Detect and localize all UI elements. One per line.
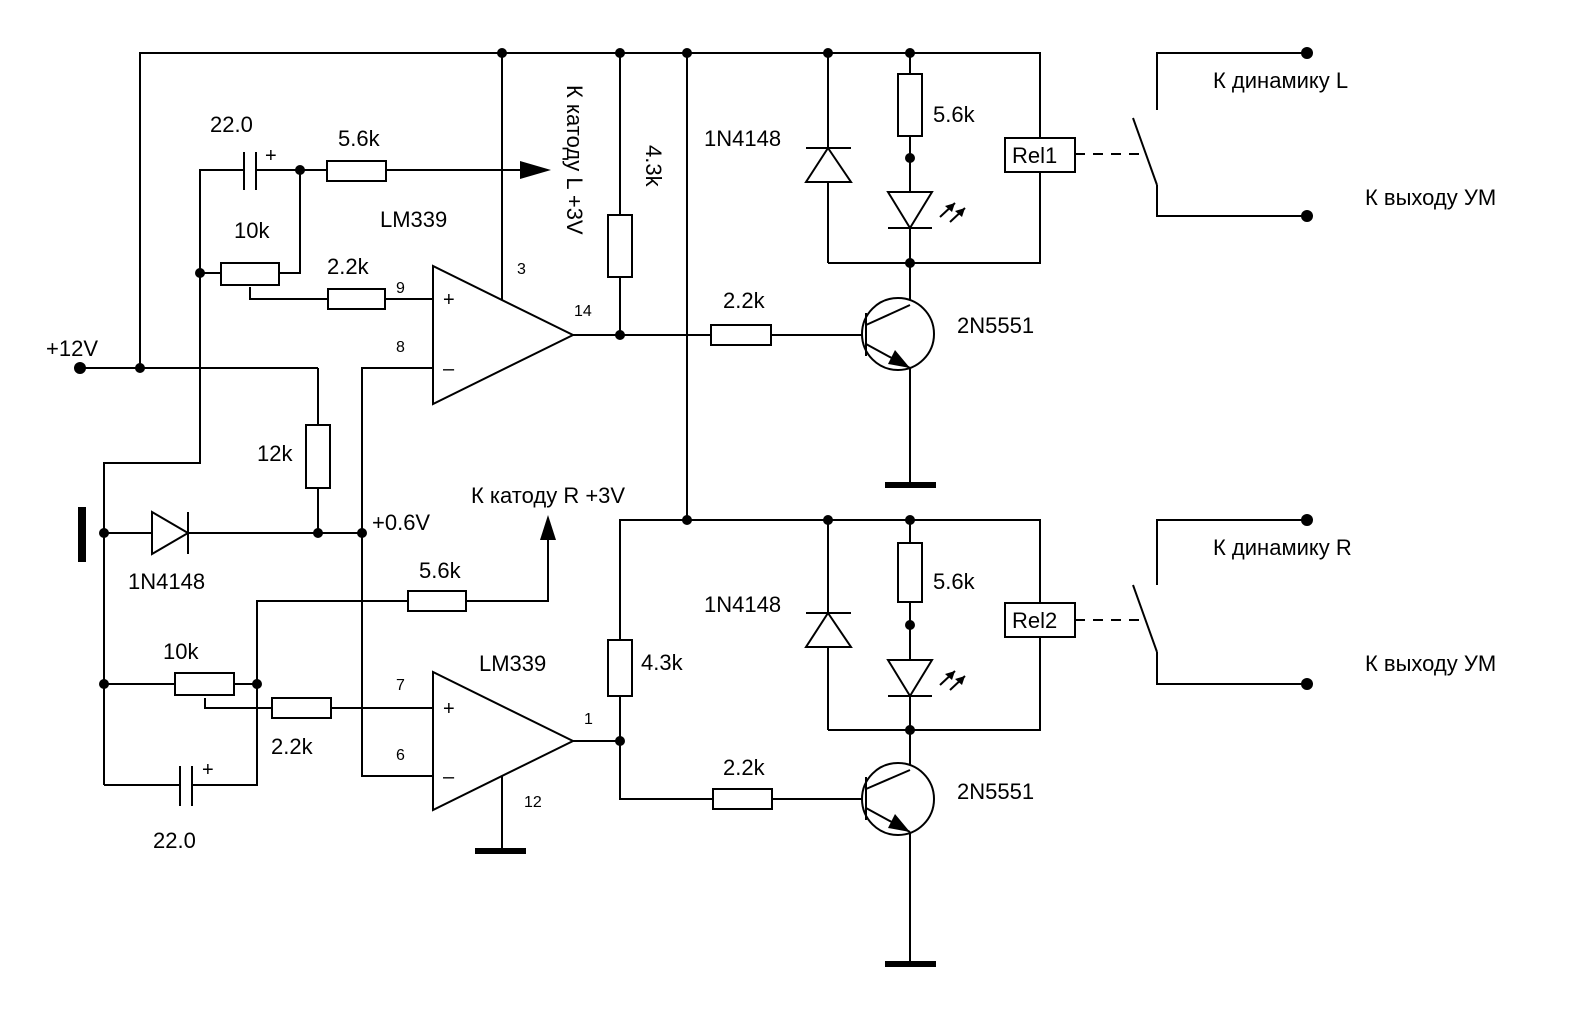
resistor-5k6-top-led [897, 73, 923, 137]
output-amp-r-label: К выходу УМ [1365, 651, 1496, 676]
comparator-bottom [432, 670, 576, 812]
comparator-top-plus-sign: + [443, 289, 455, 311]
input-cathode-l-label: К катоду L +3V [562, 85, 587, 235]
r-bot-base-label: 2.2k [723, 755, 766, 780]
pin-7-label: 7 [396, 677, 405, 694]
pot-bot-label: 10k [163, 639, 199, 664]
output-speaker-l-label: К динамику L [1213, 68, 1348, 93]
transistor-bottom [861, 762, 935, 836]
resistor-2k2-bottom-base [712, 788, 773, 810]
r-top-5k6-label: 5.6k [338, 126, 381, 151]
output-speaker-r-label: К динамику R [1213, 535, 1352, 560]
diode-relay-top [804, 146, 853, 183]
q-top-label: 2N5551 [957, 313, 1034, 338]
relay-rel2-label: Rel2 [1012, 608, 1057, 633]
arrow-to-cathode-l [520, 161, 551, 179]
comparator-top-minus-sign: – [443, 358, 455, 380]
arrow-to-cathode-r [540, 515, 556, 540]
pin-1-label: 1 [584, 711, 593, 728]
comparator-bottom-label: LM339 [479, 651, 546, 676]
d-top-relay-label: 1N4148 [704, 126, 781, 151]
supply-label: +12V [46, 336, 98, 361]
resistor-2k2-bottom-input [271, 697, 332, 719]
pin-12-label: 12 [524, 794, 542, 811]
comparator-top-label: LM339 [380, 207, 447, 232]
capacitor-bottom-polarity: + [202, 759, 214, 781]
resistor-5k6-bottom [407, 590, 467, 612]
capacitor-22-bottom [179, 766, 193, 806]
diode-relay-bottom [804, 611, 853, 648]
r-bot-4k3-label: 4.3k [641, 650, 684, 675]
resistor-12k [305, 424, 331, 489]
capacitor-22-top [243, 152, 257, 190]
potentiometer-10k-bottom [174, 672, 235, 696]
comparator-bottom-minus-sign: – [443, 766, 455, 788]
pin-14-label: 14 [574, 303, 592, 320]
led-top [886, 191, 966, 230]
relay-coil-top [1004, 137, 1076, 173]
c-top-label: 22.0 [210, 112, 253, 137]
capacitor-top-polarity: + [265, 145, 277, 167]
transistor-top [861, 297, 935, 371]
pin-3-label: 3 [517, 261, 526, 278]
r-top-2k2-label: 2.2k [327, 254, 370, 279]
input-cathode-r-label: К катоду R +3V [471, 483, 625, 508]
wires [80, 52, 1307, 962]
comparator-top [432, 264, 576, 406]
r-top-4k3-label: 4.3k [641, 145, 666, 188]
resistor-2k2-top-base [710, 324, 772, 346]
resistor-4k3-top [607, 214, 633, 278]
diode-reference [151, 510, 190, 556]
r-top-base-label: 2.2k [723, 288, 766, 313]
resistor-5k6-top [326, 160, 387, 182]
r-top-led-label: 5.6k [933, 102, 976, 127]
led-bottom [886, 659, 966, 698]
relay-rel1-label: Rel1 [1012, 143, 1057, 168]
d-bot-relay-label: 1N4148 [704, 592, 781, 617]
reference-label: +0.6V [372, 510, 430, 535]
output-amp-l-label: К выходу УМ [1365, 185, 1496, 210]
pin-8-label: 8 [396, 339, 405, 356]
junction-dots [99, 48, 915, 746]
pot-top-label: 10k [234, 218, 270, 243]
d-reference-label: 1N4148 [128, 569, 205, 594]
resistor-2k2-top-input [327, 288, 386, 310]
r-bot-5k6-label: 5.6k [419, 558, 462, 583]
terminal-dots [74, 47, 1313, 690]
pin-9-label: 9 [396, 280, 405, 297]
q-bot-label: 2N5551 [957, 779, 1034, 804]
r-divider-label: 12k [257, 441, 293, 466]
r-bot-2k2-label: 2.2k [271, 734, 314, 759]
relay-coil-bottom [1004, 602, 1076, 638]
pin-6-label: 6 [396, 747, 405, 764]
c-bot-label: 22.0 [153, 828, 196, 853]
potentiometer-10k-top [220, 262, 280, 286]
resistor-5k6-bottom-led [897, 542, 923, 603]
comparator-bottom-plus-sign: + [443, 698, 455, 720]
r-bot-led-label: 5.6k [933, 569, 976, 594]
resistor-4k3-bottom [607, 639, 633, 697]
